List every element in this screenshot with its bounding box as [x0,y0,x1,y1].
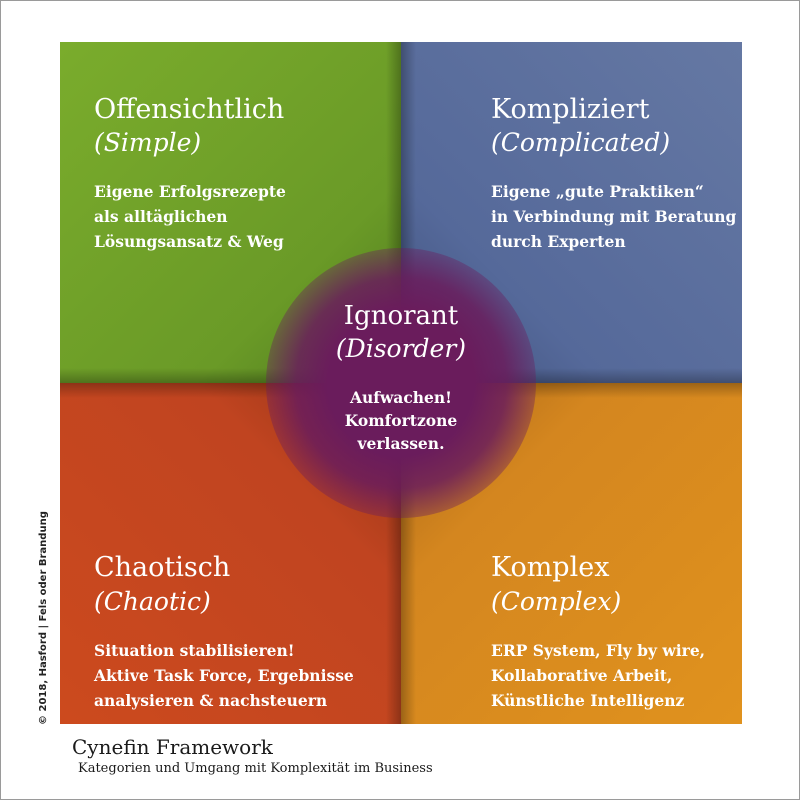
quadrant-complex-title: Komplex [491,552,610,583]
quadrant-complex-text: ERP System, Fly by wire, Kollaborative A… [491,641,706,710]
center-disorder-circle: Ignorant (Disorder) Aufwachen! Komfortzo… [266,248,536,518]
footer-subtitle: Kategorien und Umgang mit Komplexität im… [78,761,433,776]
cynefin-diagram: Offensichtlich (Simple) Eigene Erfolgsre… [60,42,742,724]
quadrant-complex-subtitle: (Complex) [491,587,622,616]
footer-title: Cynefin Framework [72,735,273,759]
quadrant-chaotic-subtitle: (Chaotic) [94,587,211,616]
quadrant-complicated-text: Eigene „gute Praktiken“ in Verbindung mi… [491,182,737,251]
center-title: Ignorant [343,301,459,331]
copyright-note: © 2018, Hasford | Fels oder Brandung [38,511,49,725]
quadrant-simple-subtitle: (Simple) [94,128,202,157]
quadrant-complicated-subtitle: (Complicated) [491,128,671,157]
center-subtitle: (Disorder) [335,334,467,363]
quadrant-simple-text: Eigene Erfolgsrezepte als alltäglichen L… [94,182,286,251]
quadrant-chaotic-text: Situation stabilisieren! Aktive Task For… [94,641,354,710]
quadrant-simple-title: Offensichtlich [94,94,285,125]
quadrant-chaotic-title: Chaotisch [94,552,231,583]
quadrant-complicated-title: Kompliziert [491,94,650,125]
center-text: Aufwachen! Komfortzone verlassen. [344,388,458,453]
